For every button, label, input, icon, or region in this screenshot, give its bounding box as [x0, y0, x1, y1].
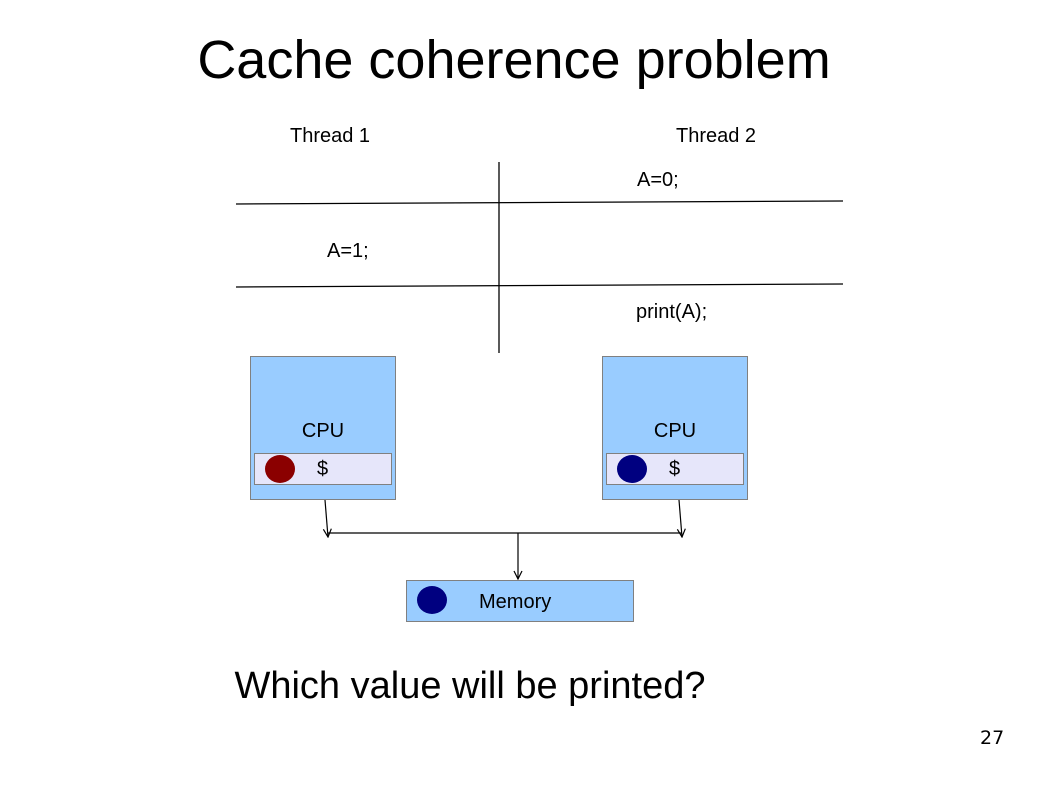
thread1-label: Thread 1 — [290, 125, 371, 147]
cpu2-label: CPU — [653, 420, 697, 442]
question-text: Which value will be printed? — [234, 665, 706, 707]
cpu2-cache-label: $ — [669, 458, 681, 480]
timeline-separator-2 — [235, 283, 844, 288]
cpu2-cache-value-dot — [617, 455, 647, 483]
cpu2-bus-arrow — [679, 499, 682, 537]
memory-label: Memory — [479, 591, 552, 613]
memory-value-dot — [417, 586, 447, 614]
thread2-print-statement: print(A); — [636, 301, 708, 323]
cpu1-label: CPU — [301, 420, 345, 442]
slide-number: 27 — [980, 727, 1005, 749]
thread1-write-statement: A=1; — [327, 240, 369, 262]
timeline-separator-1 — [235, 200, 844, 205]
slide-title: Cache coherence problem — [197, 30, 831, 90]
thread2-label: Thread 2 — [676, 125, 757, 147]
cpu1-cache-value-dot — [265, 455, 295, 483]
thread2-write-statement: A=0; — [637, 169, 679, 191]
cpu1-cache-label: $ — [317, 458, 329, 480]
cpu1-bus-arrow — [325, 499, 328, 537]
